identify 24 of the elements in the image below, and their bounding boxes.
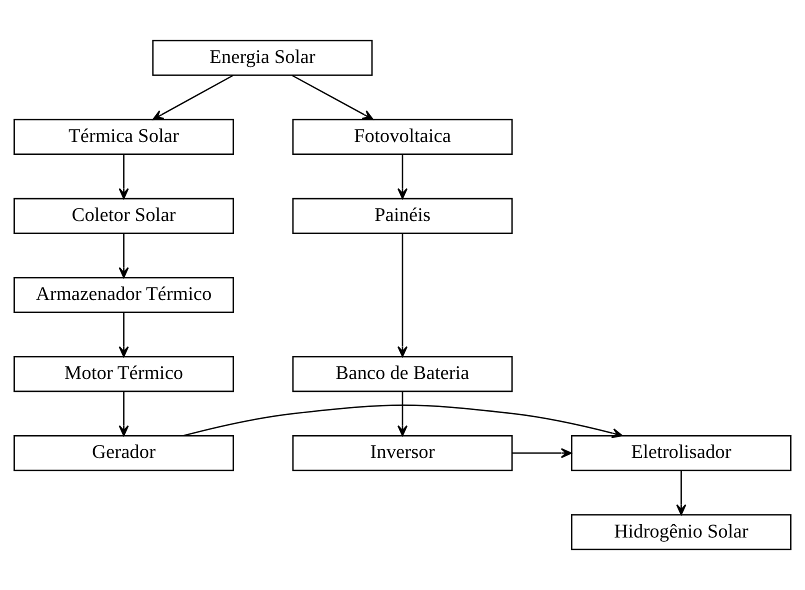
arrow [397,154,408,200]
arrow [512,448,572,458]
arrow [397,392,408,436]
arrow [183,404,623,438]
arrow [397,233,408,358]
node-box: Painéis [292,198,513,234]
node-box: Hidrogênio Solar [570,514,792,550]
arrow [152,74,234,120]
node-box: Coletor Solar [14,198,234,234]
node-box: Eletrolisador [570,435,792,472]
node-box: Inversor [292,435,513,472]
node-box: Armazenador Térmico [14,276,234,314]
node-box: Motor Térmico [14,356,234,392]
node-box: Energia Solar [152,40,373,76]
arrow [118,234,129,278]
node-box: Gerador [14,435,234,472]
arrow [118,312,129,358]
arrow [118,392,129,436]
node-box: Banco de Bateria [292,356,513,392]
arrow [676,470,686,516]
arrow [292,74,374,120]
node-box: Térmica Solar [14,118,234,155]
node-box: Fotovoltaica [292,118,513,155]
arrow [118,154,129,200]
